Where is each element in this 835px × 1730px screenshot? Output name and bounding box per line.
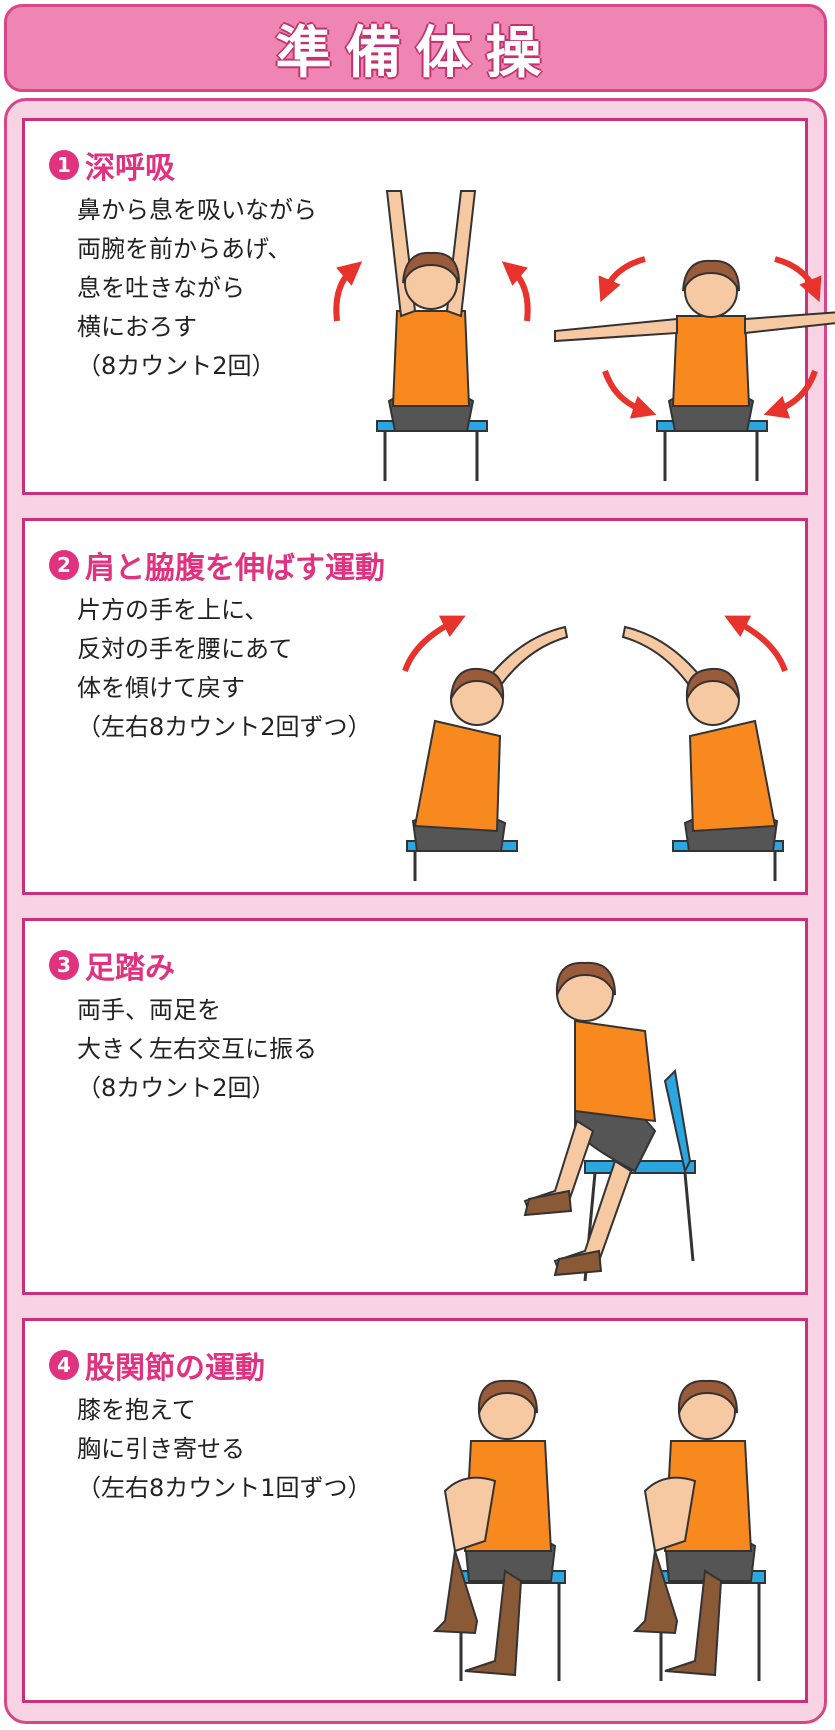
figure-knee-hug-right-illustration: [632, 1379, 766, 1681]
description-line: 息を吐きながら: [77, 274, 245, 302]
figure-lean-left-illustration: [402, 615, 569, 881]
figure-arms-lowered-illustration: [554, 256, 835, 481]
section-description: 鼻から息を吸いながら 両腕を前からあげ、 息を吐きながら 横におろす （8カウン…: [77, 191, 317, 386]
section-deep-breathing: 1 深呼吸 鼻から息を吸いながら 両腕を前からあげ、 息を吐きながら 横におろす…: [22, 118, 835, 495]
section-heading: 深呼吸: [85, 151, 175, 186]
section-title: 4 股関節の運動: [49, 1343, 265, 1387]
description-line: 反対の手を腰にあて: [77, 635, 293, 663]
description-line: 体を傾けて戻す: [77, 674, 245, 702]
section-heading: 足踏み: [85, 951, 175, 986]
section-description: 両手、両足を 大きく左右交互に振る （8カウント2回）: [77, 991, 317, 1108]
description-line: 片方の手を上に、: [77, 596, 269, 624]
figure-stepping-illustration: [523, 961, 696, 1282]
section-stepping: 3 足踏み 両手、両足を 大きく左右交互に振る （8カウント2回）: [22, 918, 808, 1295]
section-title: 2 肩と脇腹を伸ばす運動: [49, 543, 385, 587]
section-side-stretch: 2 肩と脇腹を伸ばす運動 片方の手を上に、 反対の手を腰にあて 体を傾けて戻す …: [22, 518, 808, 895]
step-number-badge: 4: [49, 1350, 79, 1380]
header-banner: 準備体操: [4, 4, 827, 92]
description-line: （左右8カウント2回ずつ）: [77, 713, 372, 741]
figure-knee-hug-left-illustration: [432, 1379, 566, 1681]
page-title: 準備体操: [275, 20, 556, 86]
description-line: （左右8カウント1回ずつ）: [77, 1474, 372, 1502]
description-line: 鼻から息を吸いながら: [77, 196, 317, 224]
step-number-badge: 3: [49, 950, 79, 980]
description-line: 膝を抱えて: [77, 1396, 196, 1424]
section-description: 片方の手を上に、 反対の手を腰にあて 体を傾けて戻す （左右8カウント2回ずつ）: [77, 591, 372, 747]
section-title: 1 深呼吸: [49, 143, 175, 187]
figure-arms-raised-illustration: [333, 190, 531, 481]
description-line: 両腕を前からあげ、: [77, 235, 292, 263]
description-line: 横におろす: [77, 313, 197, 341]
section-heading: 股関節の運動: [85, 1351, 265, 1386]
description-line: 大きく左右交互に振る: [77, 1035, 317, 1063]
step-number-badge: 1: [49, 150, 79, 180]
step-number-badge: 2: [49, 550, 79, 580]
description-line: 胸に引き寄せる: [77, 1435, 245, 1463]
section-hip-joint: 4 股関節の運動 膝を抱えて 胸に引き寄せる （左右8カウント1回ずつ）: [22, 1318, 808, 1703]
figure-lean-right-illustration: [621, 615, 788, 881]
section-heading: 肩と脇腹を伸ばす運動: [85, 551, 385, 586]
section-title: 3 足踏み: [49, 943, 175, 987]
description-line: 両手、両足を: [77, 996, 221, 1024]
description-line: （8カウント2回）: [77, 1074, 276, 1102]
description-line: （8カウント2回）: [77, 352, 276, 380]
section-description: 膝を抱えて 胸に引き寄せる （左右8カウント1回ずつ）: [77, 1391, 372, 1508]
